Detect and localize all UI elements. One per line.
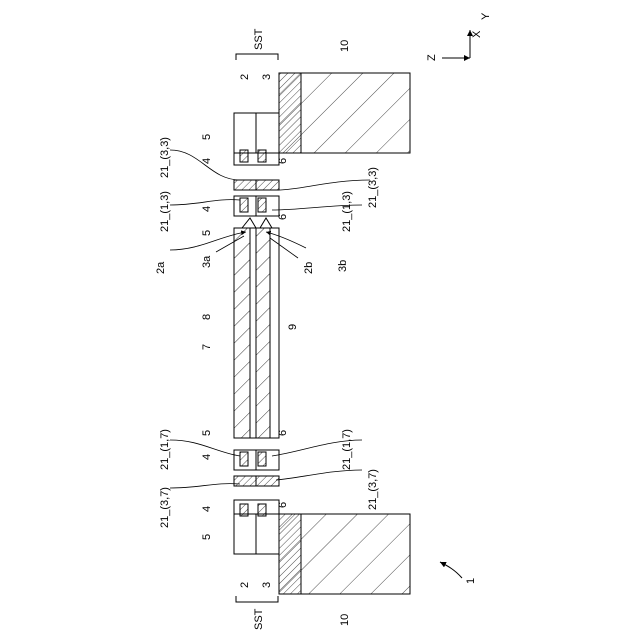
label-c6-b2: 6 — [277, 502, 289, 508]
sst-bracket-bottom — [236, 596, 278, 602]
label-c5-t1: 5 — [201, 134, 213, 140]
label-2b: 2b — [303, 262, 315, 274]
label-base-bottom: 10 — [339, 614, 351, 626]
beam-stack — [234, 218, 279, 438]
sst-stack-bottom — [234, 476, 279, 554]
label-21-33-right: 21_(3,3) — [367, 167, 379, 208]
sst-bracket-top — [236, 54, 278, 60]
lower-connection — [234, 450, 279, 470]
label-c4-t1: 4 — [201, 158, 213, 164]
label-c5-b2: 5 — [201, 534, 213, 540]
label-8: 8 — [201, 314, 213, 320]
label-c6-t1: 6 — [277, 158, 289, 164]
label-layer3-top: 3 — [261, 74, 273, 80]
base-block-top — [279, 73, 410, 153]
label-3b: 3b — [337, 260, 349, 272]
label-21-37-right: 21_(3,7) — [367, 469, 379, 510]
label-21-17-left: 21_(1,7) — [159, 429, 171, 470]
label-c5-b1: 5 — [201, 430, 213, 436]
label-c4-t2: 4 — [201, 206, 213, 212]
label-2a: 2a — [155, 261, 167, 274]
label-21-13-right: 21_(1,3) — [341, 191, 353, 232]
label-21-13-left: 21_(1,3) — [159, 191, 171, 232]
axis-x-label: X — [471, 30, 483, 38]
axis-indicator: Z X Y — [426, 12, 492, 61]
label-base-top: 10 — [339, 40, 351, 52]
axis-y-label: Y — [480, 12, 492, 20]
upper-connection — [234, 196, 279, 216]
base-block-bottom — [279, 514, 410, 594]
figure-pointer — [440, 562, 462, 578]
label-c4-b1: 4 — [201, 454, 213, 460]
label-layer2-top: 2 — [239, 74, 251, 80]
label-3a: 3a — [201, 255, 213, 268]
label-9: 9 — [287, 324, 299, 330]
label-c6-t2: 6 — [277, 214, 289, 220]
label-21-17-right: 21_(1,7) — [341, 429, 353, 470]
label-c5-t2: 5 — [201, 230, 213, 236]
label-21-33-left: 21_(3,3) — [159, 137, 171, 178]
label-layer3-bottom: 3 — [261, 582, 273, 588]
label-c4-b2: 4 — [201, 506, 213, 512]
label-layer2-bottom: 2 — [239, 582, 251, 588]
axis-z-label: Z — [426, 54, 438, 61]
label-sst-top: SST — [253, 28, 265, 50]
label-7: 7 — [201, 344, 213, 350]
label-figure-number: 1 — [465, 578, 477, 584]
sst-stack-top — [234, 113, 279, 190]
label-sst-bottom: SST — [253, 608, 265, 630]
label-21-37-left: 21_(3,7) — [159, 487, 171, 528]
label-c6-b1: 6 — [277, 430, 289, 436]
